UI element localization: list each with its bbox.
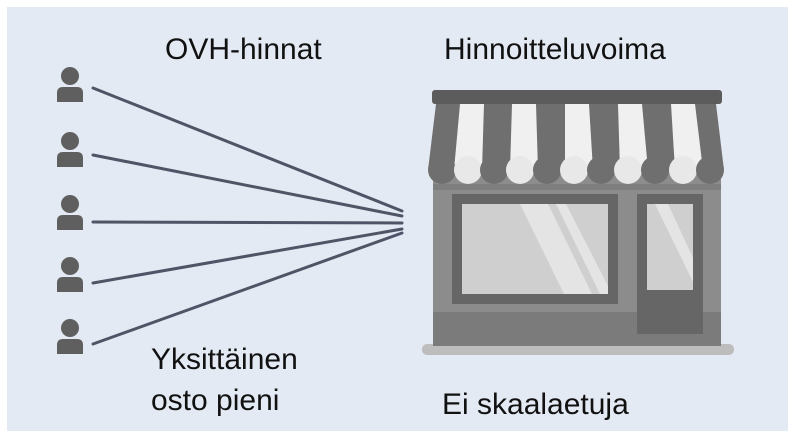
connector-lines (91, 86, 404, 346)
store-icon (422, 90, 734, 355)
no-scale-label: Ei skaalaetuja (442, 388, 629, 421)
customer-icons (57, 67, 83, 354)
store-base (422, 344, 734, 355)
connector-line (91, 86, 404, 213)
person-icon (57, 319, 83, 354)
person-icon (57, 257, 83, 292)
awning-stripes (454, 104, 703, 170)
awning-top (432, 90, 722, 104)
person-icon (57, 67, 83, 102)
connector-line (91, 220, 404, 225)
connector-line (91, 153, 404, 218)
awning-scallops (428, 156, 724, 184)
connector-line (91, 227, 404, 285)
connector-line (91, 231, 404, 346)
person-icon (57, 195, 83, 230)
single-purchase-label: Yksittäinen osto pieni (151, 343, 298, 417)
person-icon (57, 132, 83, 167)
pricing-power-label: Hinnoitteluvoima (444, 33, 666, 66)
retail-prices-label: OVH-hinnat (165, 33, 322, 66)
